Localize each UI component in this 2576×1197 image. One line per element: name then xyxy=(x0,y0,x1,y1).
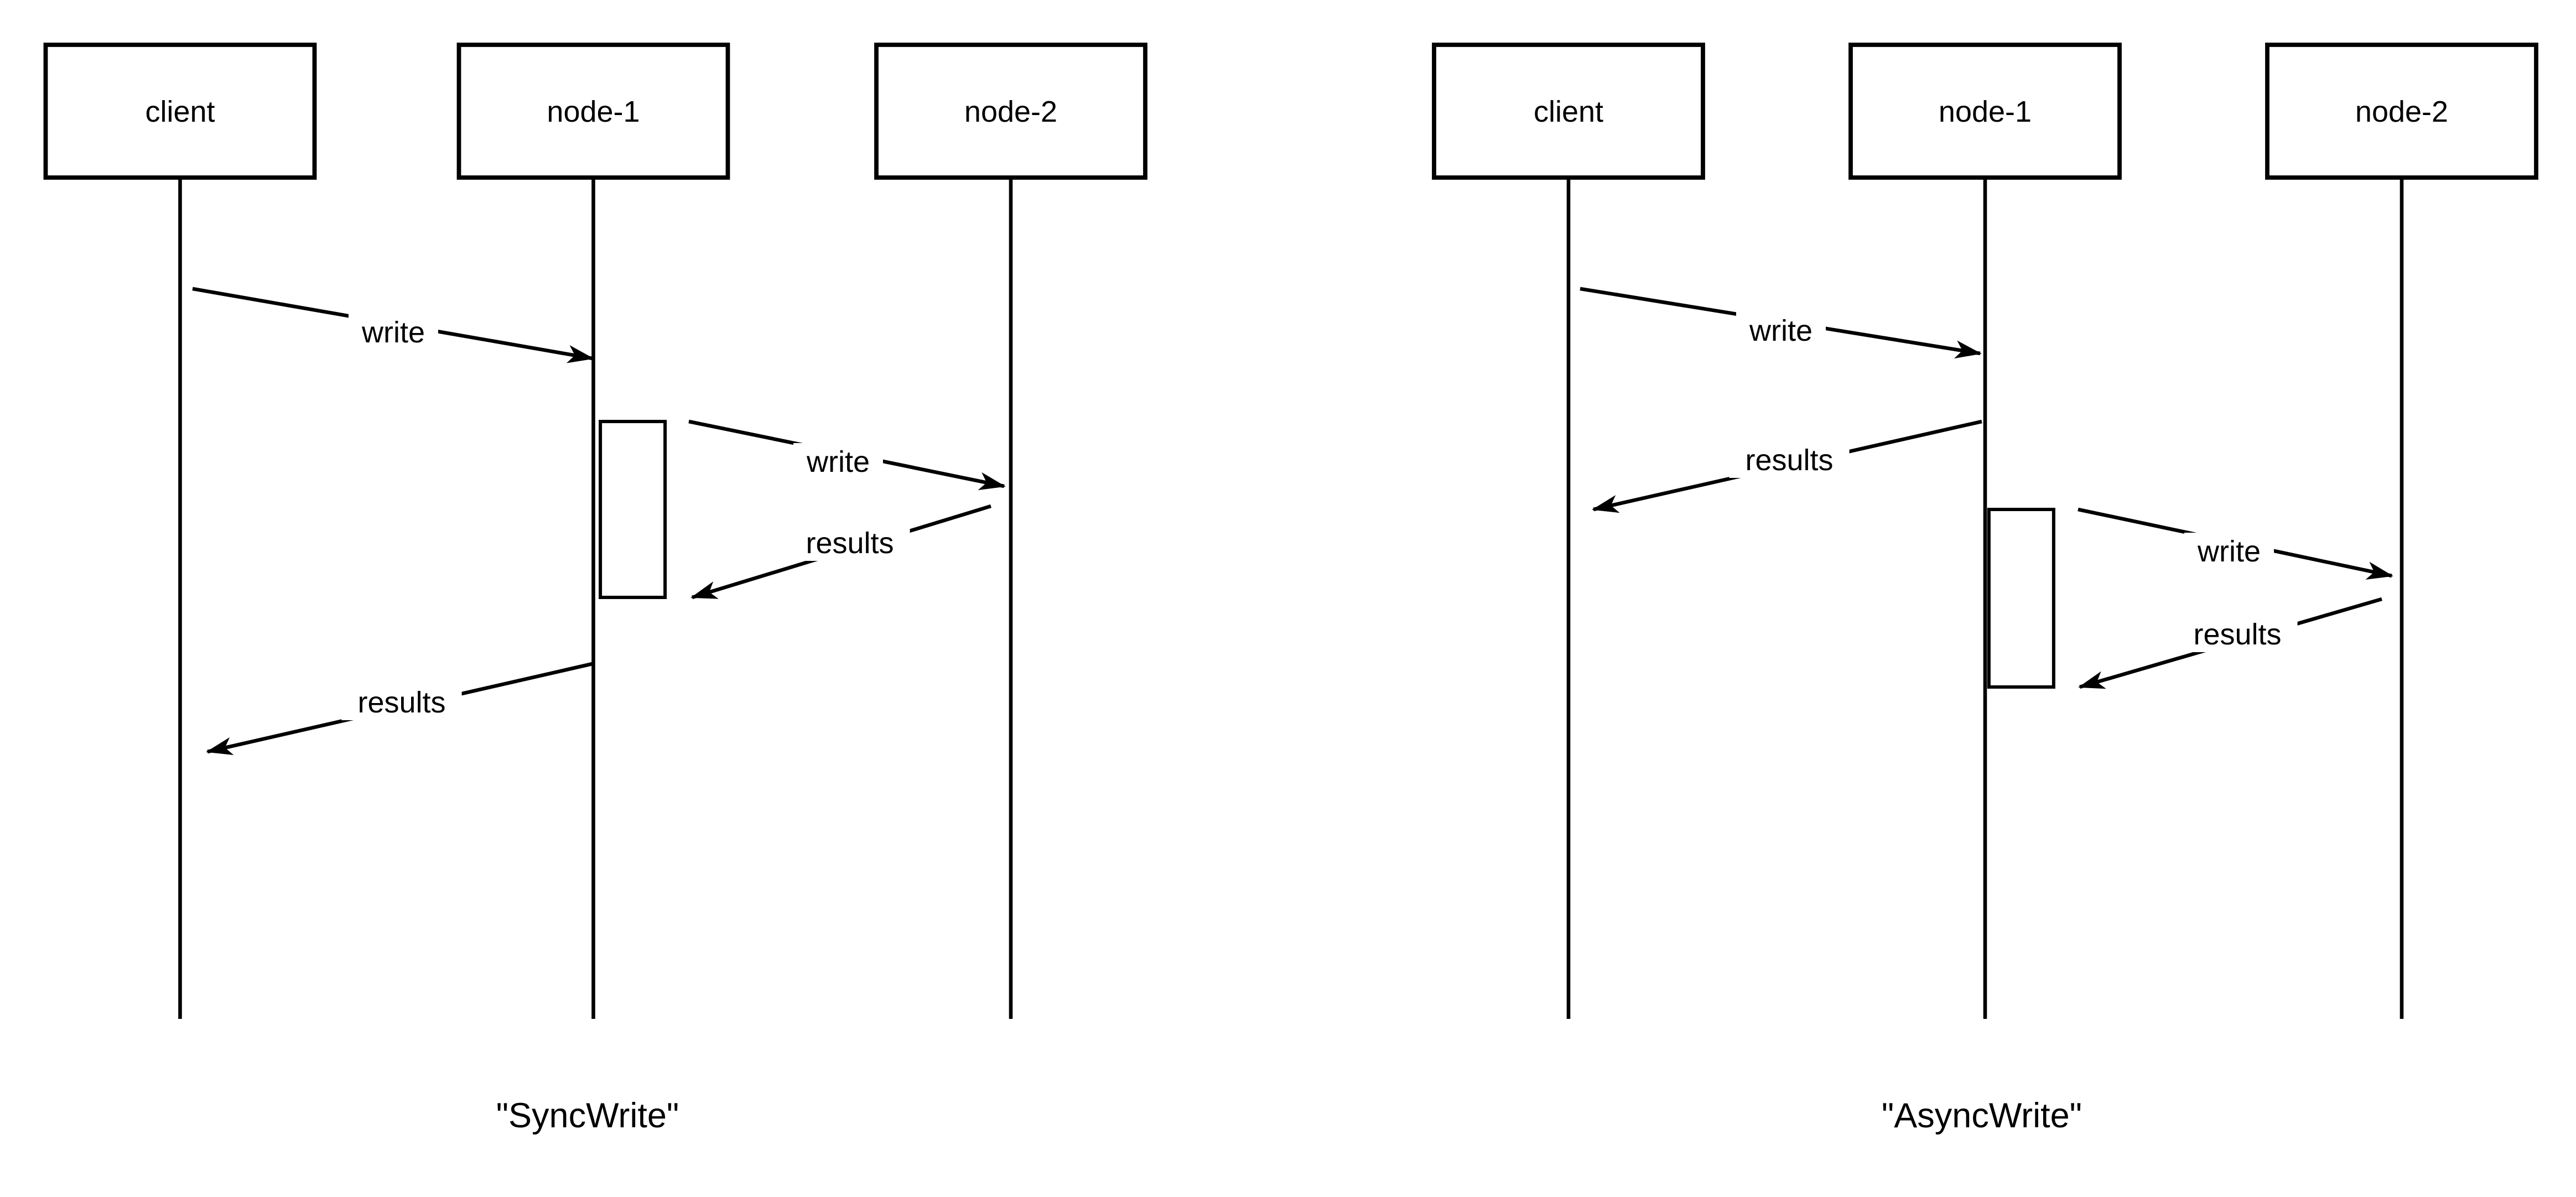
message-label-bg xyxy=(793,443,883,480)
actor-label-node-2: node-2 xyxy=(2355,95,2448,128)
actor-box-client xyxy=(1432,43,1705,180)
actor-label-node-1: node-1 xyxy=(1939,95,2032,128)
activation-bar-node-1 xyxy=(599,420,667,599)
diagram-sync-write: client node-1 node-2 write write results resul… xyxy=(43,43,1147,1135)
message-label: write xyxy=(361,316,425,349)
message-label: write xyxy=(806,445,870,478)
message-label-bg xyxy=(2177,616,2298,652)
message-label-bg xyxy=(341,684,462,720)
message-label-bg xyxy=(2184,533,2274,569)
actor-box-node-1 xyxy=(456,43,730,180)
message-label-bg xyxy=(1729,441,1850,478)
message-label: results xyxy=(1745,444,1833,477)
diagram-caption-async-write: "AsyncWrite" xyxy=(1882,1096,2082,1135)
message-label: results xyxy=(2193,618,2281,651)
message-label: results xyxy=(806,527,894,560)
actor-box-node-2 xyxy=(2265,43,2538,180)
activation-bar-node-1 xyxy=(1987,508,2055,689)
actor-box-node-1 xyxy=(1848,43,2122,180)
actor-label-client: client xyxy=(1534,95,1603,128)
diagram-caption-sync-write: "SyncWrite" xyxy=(496,1096,679,1135)
actor-box-node-2 xyxy=(874,43,1147,180)
message-label-bg xyxy=(790,524,910,561)
message-label: write xyxy=(1749,314,1812,347)
actor-label-node-1: node-1 xyxy=(547,95,640,128)
diagram-async-write: client node-1 node-2 write results write resul… xyxy=(1432,43,2538,1135)
actor-label-client: client xyxy=(145,95,215,128)
message-label-bg xyxy=(349,314,438,350)
message-label: results xyxy=(357,686,445,719)
message-label: write xyxy=(2197,535,2261,568)
actor-label-node-2: node-2 xyxy=(964,95,1057,128)
message-label-bg xyxy=(1736,312,1826,348)
actor-box-client xyxy=(43,43,317,180)
